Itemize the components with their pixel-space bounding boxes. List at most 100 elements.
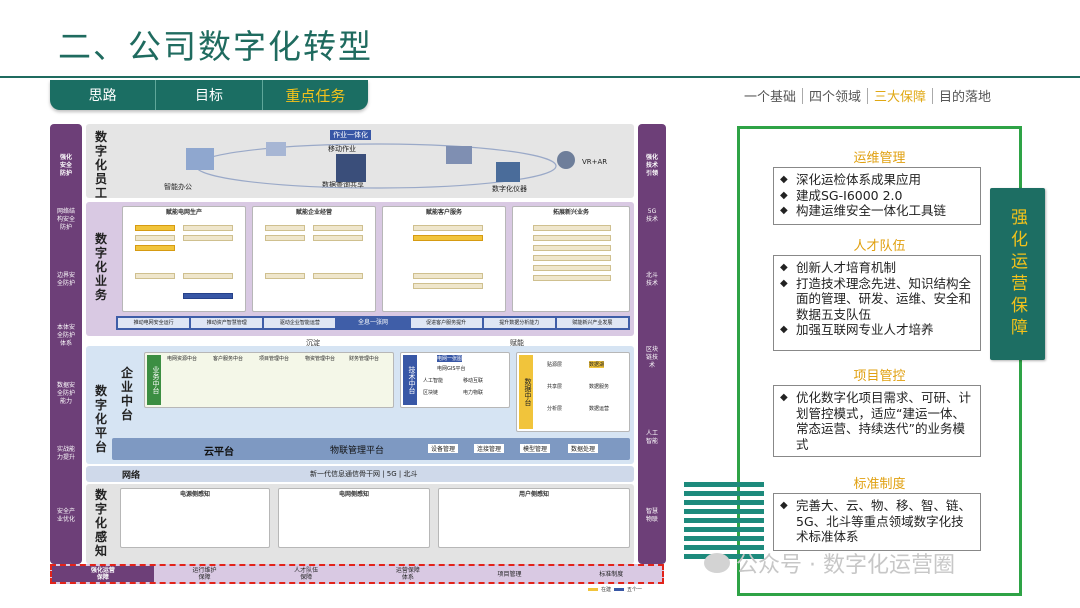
- band-label: 数字化业务: [94, 232, 107, 302]
- bullet-item: 创新人才培育机制: [780, 260, 974, 276]
- cell: [533, 245, 611, 251]
- business-bottom-item: 全息一张网: [337, 318, 409, 328]
- business-bottom-item: 驱动企业智能运营: [264, 318, 336, 328]
- section-title: 运维管理: [853, 151, 906, 166]
- tab-goal[interactable]: 目标: [156, 80, 263, 110]
- bullet-item: 深化运检体系成果应用: [780, 172, 974, 188]
- tech-sub: 移动互联: [463, 378, 484, 384]
- band-label: 数字化平台: [94, 384, 107, 454]
- subtab-foundation[interactable]: 一个基础: [744, 90, 797, 105]
- divider: [932, 87, 934, 104]
- iot-sub: 设备管理: [428, 444, 459, 453]
- business-bottom-item: 推动电网安全运行: [118, 318, 190, 328]
- iot-label: 物联管理平台: [330, 446, 385, 456]
- business-group: 拓展新兴业务: [512, 206, 630, 312]
- cell: [313, 225, 363, 231]
- section-box: 完善大、云、物、移、智、链、5G、北斗等重点领域数字化技术标准体系: [773, 493, 981, 551]
- legend-label: 在建: [601, 587, 612, 593]
- band-business: 数字化业务 赋能电网生产 赋能企业经营: [86, 202, 634, 336]
- tech-center: 技术中台 电网一张图 电网GIS平台 人工智能 移动互联 区块链 电力物联: [400, 352, 510, 408]
- left-label: 网络结 构安全 防护: [56, 208, 75, 231]
- cell: [265, 235, 305, 241]
- tech-sub: 电网一张图: [437, 355, 463, 362]
- legend: 在建 五个一: [588, 586, 642, 593]
- band-label: 数字化感知: [94, 488, 107, 558]
- bullet-item: 打造技术理念先进、知识结构全面的管理、研发、运维、安全和数据五支队伍: [780, 276, 974, 323]
- strip-item: 运营保障 体系: [395, 567, 420, 581]
- cell: [183, 235, 233, 241]
- cell: [135, 225, 175, 231]
- tech-sub: 区块链: [423, 390, 439, 396]
- employee-item: 作业一体化: [330, 130, 371, 140]
- cell: [135, 273, 175, 279]
- bullet-item: 优化数字化项目需求、可研、计划管控模式，适应“建运一体、常态运营、持续迭代”的业…: [780, 390, 974, 452]
- employee-item: 移动作业: [328, 145, 356, 153]
- tab-key-tasks[interactable]: 重点任务: [285, 86, 346, 105]
- sensing-group-title: 用户侧感知: [518, 491, 549, 498]
- business-group-title: 赋能企业经营: [295, 209, 332, 216]
- left-label: 边界安 全防护: [56, 272, 75, 287]
- employee-item: VR+AR: [582, 158, 608, 166]
- sensing-group: 电源侧感知: [120, 488, 270, 548]
- guarantee-panel: 运维管理 深化运检体系成果应用 建成SG-I6000 2.0 构建运维安全一体化…: [737, 126, 1022, 596]
- business-group: 赋能企业经营: [252, 206, 376, 312]
- business-bottom-row: 推动电网安全运行 推动资产智慧管理 驱动企业智能运营 全息一张网 促进客户服务提…: [116, 316, 630, 330]
- right-label: 智慧 物联: [645, 508, 658, 523]
- watermark: 公众号 · 数字化运营圈: [704, 547, 955, 579]
- business-sub: 项目管理中台: [259, 356, 290, 362]
- data-sub: 数据运营: [589, 406, 610, 412]
- right-label: 人工 智能: [645, 430, 658, 445]
- legend-swatch: [588, 588, 598, 591]
- business-bottom-item: 赋能新兴产业发展: [556, 318, 628, 328]
- left-label: 实战能 力提升: [56, 446, 75, 461]
- section-box: 深化运检体系成果应用 建成SG-I6000 2.0 构建运维安全一体化工具链: [773, 167, 981, 225]
- band-platform: 数字化平台 企业中台 业务中台 电网资源中台 客户服务中台 项目管理中台 物资管…: [86, 346, 634, 464]
- strip-item: 人才队伍 保障: [294, 567, 319, 581]
- band-employee: 数字化员工 智能办公 移动作业 数据查询共享 数字化仪器 VR+AR 作业一体化: [86, 124, 634, 200]
- cell: [265, 273, 305, 279]
- employee-item: 数字化仪器: [492, 185, 527, 193]
- network-text: 新一代信息通信骨干网 | 5G | 北斗: [310, 470, 418, 478]
- enterprise-center-label: 企业中台: [120, 366, 133, 422]
- subtab-four-areas[interactable]: 四个领域: [809, 90, 862, 105]
- band-network: 网络 新一代信息通信骨干网 | 5G | 北斗: [86, 466, 634, 482]
- diagram-main: 数字化员工 智能办公 移动作业 数据查询共享 数字化仪器 VR+AR 作业一体化…: [86, 124, 634, 564]
- section-title: 人才队伍: [853, 239, 906, 254]
- bullet-item: 建成SG-I6000 2.0: [780, 188, 974, 204]
- right-label: 区块 链技 术: [645, 346, 658, 369]
- left-label: 强化 安全 防护: [59, 154, 72, 177]
- left-label: 安全产 业优化: [56, 508, 75, 523]
- subtab-landing[interactable]: 目的落地: [939, 90, 992, 105]
- data-sub: 分析层: [547, 406, 563, 412]
- cell: [413, 283, 483, 289]
- section-box: 优化数字化项目需求、可研、计划管控模式，适应“建运一体、常态运营、持续迭代”的业…: [773, 385, 981, 457]
- tab-thinking[interactable]: 思路: [50, 80, 157, 110]
- cell: [183, 225, 233, 231]
- tech-sub: 人工智能: [423, 378, 444, 384]
- cell: [413, 235, 483, 241]
- cell: [533, 265, 611, 271]
- left-security-column: 强化 安全 防护 网络结 构安全 防护 边界安 全防护 本体安 全防护 体系 数…: [50, 124, 82, 564]
- section-title: 标准制度: [853, 477, 906, 492]
- data-sub: 数据服务: [589, 384, 610, 390]
- cell: [533, 225, 611, 231]
- legend-label: 五个一: [627, 587, 643, 593]
- title-rule: [0, 76, 1080, 78]
- main-tabs: 思路 目标 重点任务: [50, 80, 368, 110]
- flow-label: 沉淀: [306, 339, 320, 347]
- business-sub: 物资管理中台: [305, 356, 336, 362]
- subtabs: 一个基础 四个领域 三大保障 目的落地: [740, 84, 995, 107]
- cell: [313, 235, 363, 241]
- network-label: 网络: [122, 471, 141, 481]
- business-group-title: 拓展新兴业务: [552, 209, 589, 216]
- subtab-three-guarantees[interactable]: 三大保障: [874, 90, 927, 105]
- employee-illustration: [186, 142, 575, 189]
- bullet-item: 加强互联网专业人才培养: [780, 322, 974, 338]
- bullet-item: 完善大、云、物、移、智、链、5G、北斗等重点领域数字化技术标准体系: [780, 498, 974, 545]
- business-center: 业务中台 电网资源中台 客户服务中台 项目管理中台 物资管理中台 财务管理中台: [144, 352, 394, 408]
- cell: [183, 293, 233, 299]
- strip-item: 强化运营 保障: [52, 566, 154, 582]
- cell: [533, 235, 611, 241]
- sensing-group-title: 电源侧感知: [179, 491, 210, 498]
- band-sensing: 数字化感知 电源侧感知 电网侧感知 用户侧感知: [86, 484, 634, 564]
